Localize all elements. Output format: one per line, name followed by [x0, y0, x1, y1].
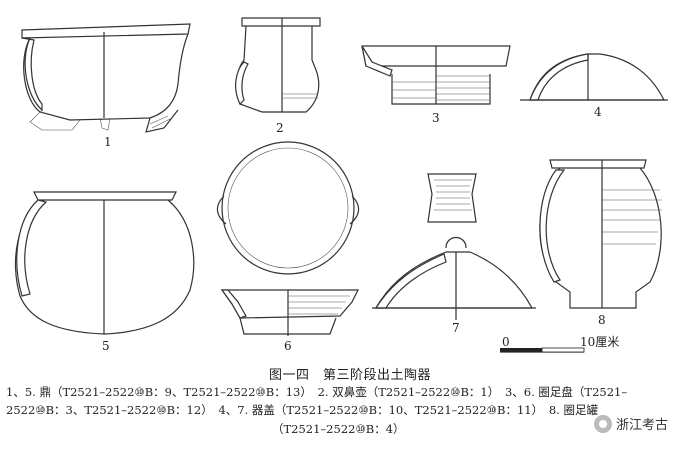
vessel-3-number: 3 [432, 111, 440, 125]
scale-zero: 0 [502, 335, 510, 349]
vessel-4-lid: 4 [520, 53, 668, 119]
vessel-8-jar: 8 [539, 159, 662, 327]
scale-label: 10厘米 [580, 335, 619, 349]
figure-title: 图一四 第三阶段出土陶器 [268, 368, 431, 383]
vessel-2-hu: 2 [235, 17, 321, 135]
vessel-3-plate: 3 [361, 45, 511, 125]
vessel-6-number: 6 [284, 339, 292, 353]
watermark: 浙江考古 [594, 414, 668, 433]
vessel-2-number: 2 [276, 121, 284, 135]
watermark-text: 浙江考古 [616, 418, 669, 433]
vessel-5-number: 5 [102, 339, 110, 353]
vessel-8-number: 8 [598, 313, 606, 327]
caption-line-2: 2522⑩B：3、T2521–2522⑩B：12） 4、7. 器盖（T2521–… [6, 403, 598, 417]
wechat-icon [594, 414, 612, 433]
vessel-7-number: 7 [452, 321, 460, 335]
vessel-1-number: 1 [104, 135, 112, 149]
vessel-4-number: 4 [594, 105, 602, 119]
vessel-7-lid: 7 [372, 173, 536, 335]
vessel-6-plate: 6 [216, 141, 360, 353]
caption-line-1: 1、5. 鼎（T2521–2522⑩B：9、T2521–2522⑩B：13） 2… [6, 385, 628, 399]
caption-line-3: （T2521–2522⑩B：4） [272, 422, 405, 436]
scale-bar: 0 10厘米 [500, 335, 619, 353]
vessel-1-ding: 1 [21, 23, 191, 149]
vessel-5-ding: 5 [14, 191, 195, 353]
